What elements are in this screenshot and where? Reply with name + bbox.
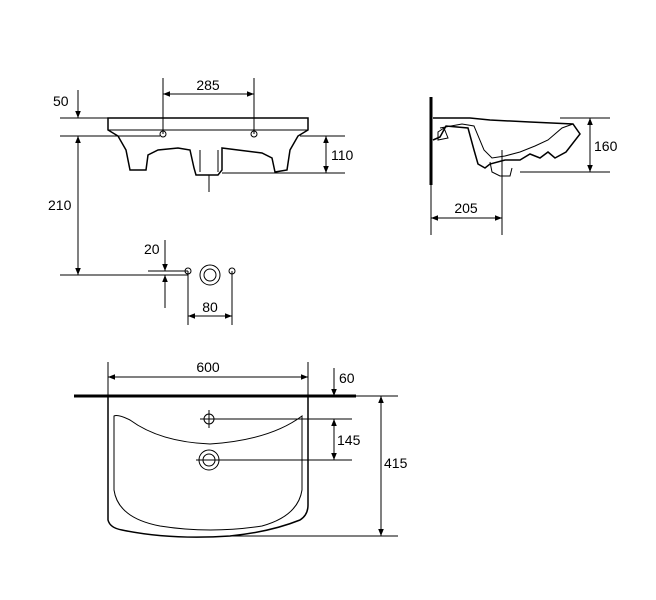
drain-trap <box>489 161 513 177</box>
dim-110-label: 110 <box>331 147 354 163</box>
side-view: 160 205 <box>429 97 618 235</box>
dim-600-label: 600 <box>196 359 220 375</box>
bowl-outline <box>113 415 303 531</box>
basin-side-inner <box>439 123 574 159</box>
dim-20-label: 20 <box>144 241 160 257</box>
dim-60-label: 60 <box>339 370 355 386</box>
basin-side-outline <box>432 117 581 169</box>
front-view: 285 50 110 210 20 80 <box>48 77 354 325</box>
dim-205-label: 205 <box>454 200 478 216</box>
plan-view: 600 60 145 415 <box>74 359 408 538</box>
dim-80-label: 80 <box>202 299 218 315</box>
dim-160-label: 160 <box>594 138 618 154</box>
dim-415-label: 415 <box>384 455 408 471</box>
drain-column <box>199 150 219 172</box>
bracket <box>437 127 449 141</box>
basin-plan-outline <box>107 396 309 538</box>
outlet-inner <box>203 268 217 282</box>
dim-285-label: 285 <box>196 77 220 93</box>
dim-210-label: 210 <box>48 197 72 213</box>
basin-front-outline <box>107 117 309 176</box>
outlet-outer <box>199 264 221 286</box>
dim-50-label: 50 <box>53 93 69 109</box>
dim-145-label: 145 <box>337 432 361 448</box>
